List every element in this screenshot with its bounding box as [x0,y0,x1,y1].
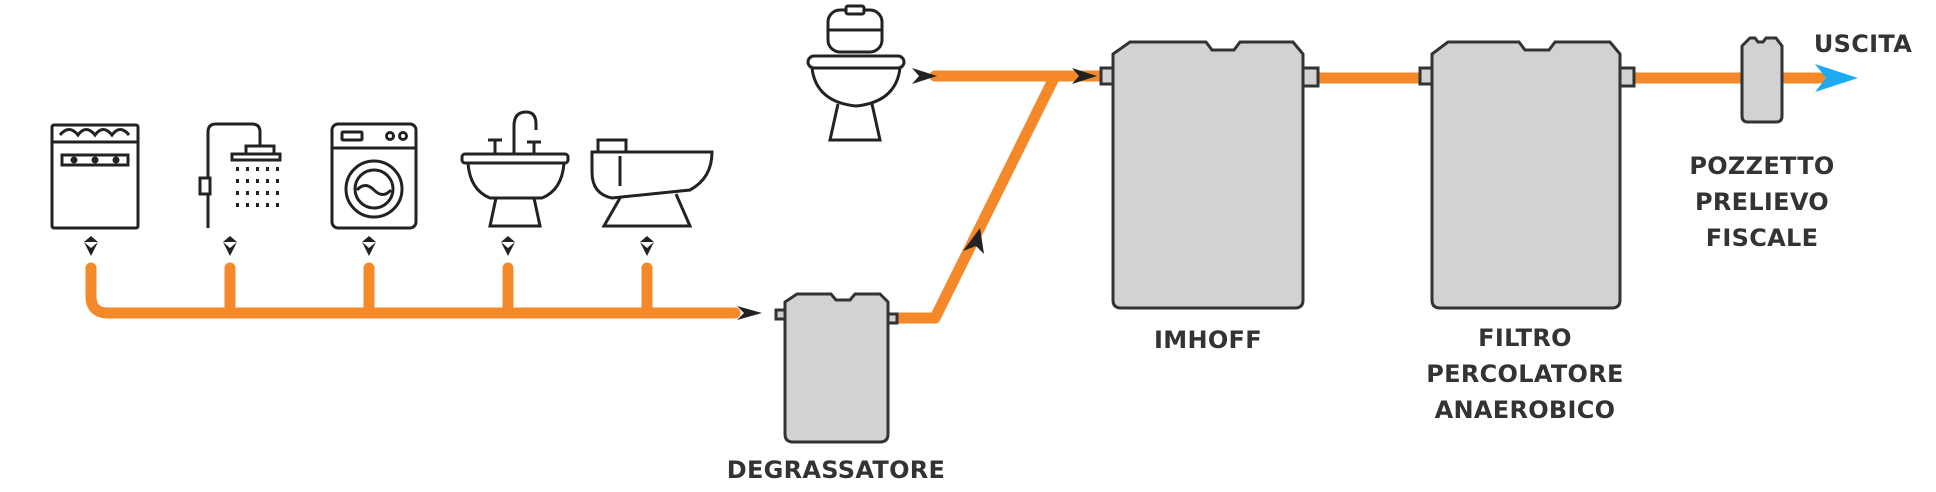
pozzetto-label-3: FISCALE [1706,224,1819,252]
outlet-arrow-icon [1815,64,1858,92]
flow-arrow-icon [501,236,515,256]
flow-arrow-icon [963,228,984,254]
flow-arrow-icon [912,68,937,84]
washing-machine-icon [330,122,418,230]
imhoff-label: IMHOFF [1154,326,1262,354]
filtro-label-2: PERCOLATORE [1426,360,1623,388]
filtro-label-3: ANAEROBICO [1435,396,1616,424]
degrassatore-tank [774,292,899,444]
flow-arrow-icon [362,236,376,256]
pozzetto-label-2: PRELIEVO [1695,188,1829,216]
flow-arrows [84,68,1097,320]
degrassatore-to-imhoff-pipe [889,70,1116,324]
flow-arrow-icon [737,306,762,320]
filtro-tank [1418,40,1636,310]
bidet-icon [590,138,714,228]
uscita-label: USCITA [1814,30,1912,58]
degrassatore-label: DEGRASSATORE [727,456,946,484]
shower-icon [198,122,282,228]
imhoff-tank [1099,40,1320,310]
collector-pipe [85,262,741,319]
sink-icon [460,110,570,228]
flow-arrow-icon [640,236,654,256]
toilet-icon [806,4,906,142]
pozzetto-label-1: POZZETTO [1689,152,1834,180]
dishwasher-icon [50,123,140,230]
filtro-label-1: FILTRO [1478,324,1572,352]
flow-arrow-icon [84,236,98,256]
flow-arrow-icon [1072,68,1097,84]
pozzetto-tank [1740,36,1784,124]
flow-arrow-icon [223,236,237,256]
